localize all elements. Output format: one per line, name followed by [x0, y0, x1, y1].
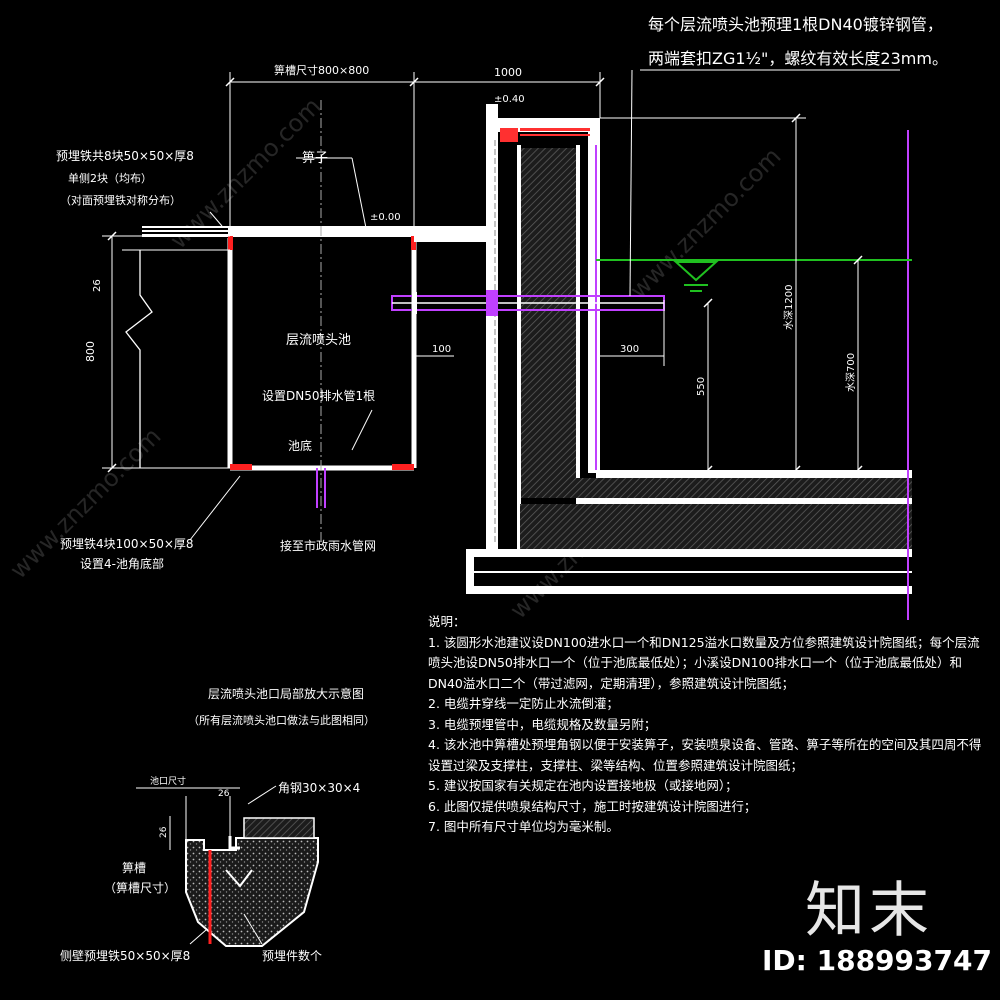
note-item: 2. 电缆井穿线一定防止水流倒灌；	[428, 696, 619, 711]
dim-water-1200: 水深1200	[783, 285, 795, 330]
dim-1000: 1000	[494, 66, 522, 79]
rain-label: 接至市政雨水管网	[280, 538, 376, 553]
drain-pipe	[316, 468, 326, 508]
dn40-pipe	[391, 290, 665, 316]
dimension-lines	[102, 69, 900, 541]
dim-550: 550	[696, 377, 707, 396]
top-note-line1: 每个层流喷头池预理1根DN40镀锌钢管，	[648, 15, 943, 34]
detail-grate2: （箅槽尺寸）	[104, 880, 176, 895]
grate-bar	[142, 226, 498, 237]
brand-id: ID: 188993747	[762, 944, 992, 977]
note-item: 5. 建议按国家有关规定在池内设置接地极（或接地网）；	[428, 778, 738, 793]
detail-angle: 角钢30×30×4	[278, 781, 360, 795]
drain-label: 设置DN50排水管1根	[262, 388, 375, 403]
brand-logo: 知末	[805, 876, 933, 946]
dim-26-left: 26	[92, 279, 103, 292]
embed-top-1: 预埋铁共8块50×50×厚8	[56, 149, 194, 163]
dim-box-size: 箅槽尺寸800×800	[274, 63, 369, 77]
top-note-line2: 两端套扣ZG1½"，螺纹有效长度23mm。	[648, 49, 948, 68]
dim-water-700: 水深700	[845, 353, 857, 392]
pool-label: 层流喷头池	[286, 333, 351, 348]
detail-26a: 26	[218, 789, 230, 799]
note-item: 4. 该水池中箅槽处预埋角钢以便于安装箅子，安装喷泉设备、管路、箅子等所在的空间…	[428, 737, 982, 773]
notes-title: 说明：	[428, 614, 466, 629]
note-item: 3. 电缆预埋管中，电缆规格及数量另附；	[428, 716, 657, 732]
pool-bottom-label: 池底	[288, 438, 312, 453]
detail-grate1: 箅槽	[122, 860, 146, 875]
note-item: 1. 该圆形水池建议设DN100进水口一个和DN125溢水口数量及方位参照建筑设…	[428, 634, 980, 691]
detail-26b: 26	[159, 826, 169, 838]
level-top: ±0.40	[494, 94, 525, 105]
dim-300: 300	[620, 344, 639, 355]
embed-plates	[228, 236, 416, 470]
detail-title: 层流喷头池口局部放大示意图	[208, 686, 364, 701]
detail-embed-count: 预埋件数个	[262, 948, 322, 963]
embed-bottom-2: 设置4-池角底部	[80, 556, 164, 571]
water-level	[596, 259, 912, 292]
notes-block: 说明： 1. 该圆形水池建议设DN100进水口一个和DN125溢水口数量及方位参…	[428, 612, 988, 838]
wall-structure	[466, 104, 912, 620]
dim-100: 100	[432, 344, 451, 355]
embed-bottom-1: 预埋铁4块100×50×厚8	[60, 537, 194, 551]
svg-text:www.znzmo.com: www.znzmo.com	[624, 142, 786, 304]
detail-pool-size: 池口尺寸	[150, 775, 186, 787]
level-mid: ±0.00	[370, 212, 401, 223]
detail-subtitle: （所有层流喷头池口做法与此图相同）	[188, 713, 375, 727]
note-item: 6. 此图仅提供喷泉结构尺寸，施工时按建筑设计院图进行；	[428, 798, 757, 814]
dim-800: 800	[84, 341, 97, 362]
note-item: 7. 图中所有尺寸单位均为毫米制。	[428, 819, 619, 834]
detail-side-embed: 侧壁预埋铁50×50×厚8	[60, 948, 190, 963]
detail-drawing	[136, 785, 319, 947]
embed-top-3: （对面预埋铁对称分布）	[60, 193, 181, 207]
pool-box	[227, 238, 417, 471]
grate-label: 箅子	[302, 150, 328, 166]
embed-top-2: 单侧2块（均布）	[68, 172, 152, 185]
